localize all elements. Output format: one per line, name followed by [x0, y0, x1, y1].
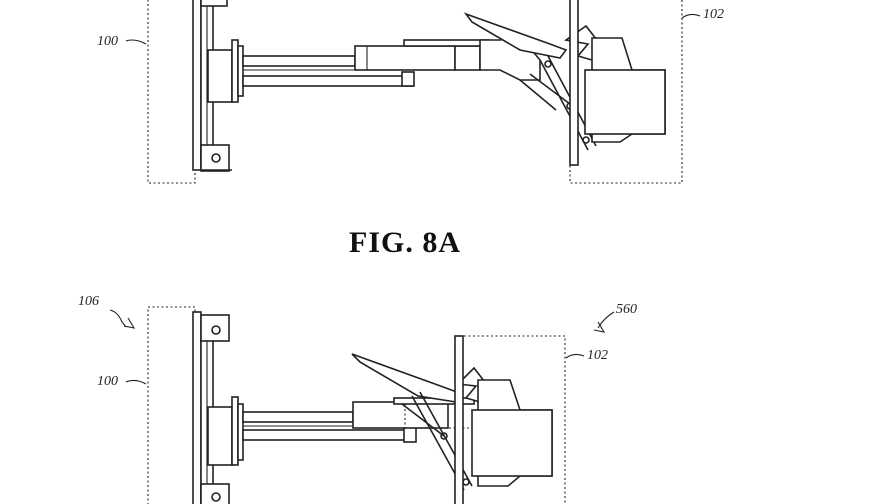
- bottom-leader-106: [109, 309, 127, 328]
- bottom-arrow-560: [593, 321, 606, 333]
- bottom-tray: [351, 353, 464, 403]
- top-leader-102: [681, 13, 701, 19]
- ref-label-100-bottom: 100: [97, 374, 118, 389]
- top-enclosure-100: [147, 0, 196, 184]
- top-arm-lower: [242, 75, 414, 87]
- bottom-leader-102: [565, 353, 585, 359]
- top-mount-block: [207, 49, 233, 103]
- ref-label-102-bottom: 102: [587, 348, 608, 363]
- top-tray: [463, 12, 568, 59]
- bottom-top-bracket: [200, 314, 230, 342]
- top-sleeve: [354, 45, 456, 71]
- ref-label-102-top: 102: [703, 7, 724, 22]
- bottom-leader-560: [597, 311, 615, 329]
- top-leader-100: [125, 39, 147, 45]
- top-assembly: [147, 0, 683, 184]
- figure-caption: FIG. 8A: [349, 226, 461, 259]
- ref-label-106: 106: [78, 294, 99, 309]
- top-bottom-bracket: [200, 144, 230, 172]
- bottom-assembly: [147, 306, 566, 504]
- top-arm-upper: [242, 55, 356, 67]
- bottom-enclosure-100: [147, 306, 196, 504]
- ref-label-560: 560: [616, 302, 637, 317]
- bottom-arrow-106: [123, 317, 136, 329]
- ref-label-100-top: 100: [97, 34, 118, 49]
- top-plate: [403, 39, 490, 47]
- bottom-enclosure-102: [454, 335, 566, 504]
- bottom-leader-100: [125, 379, 147, 385]
- top-wall-plate: [192, 0, 202, 171]
